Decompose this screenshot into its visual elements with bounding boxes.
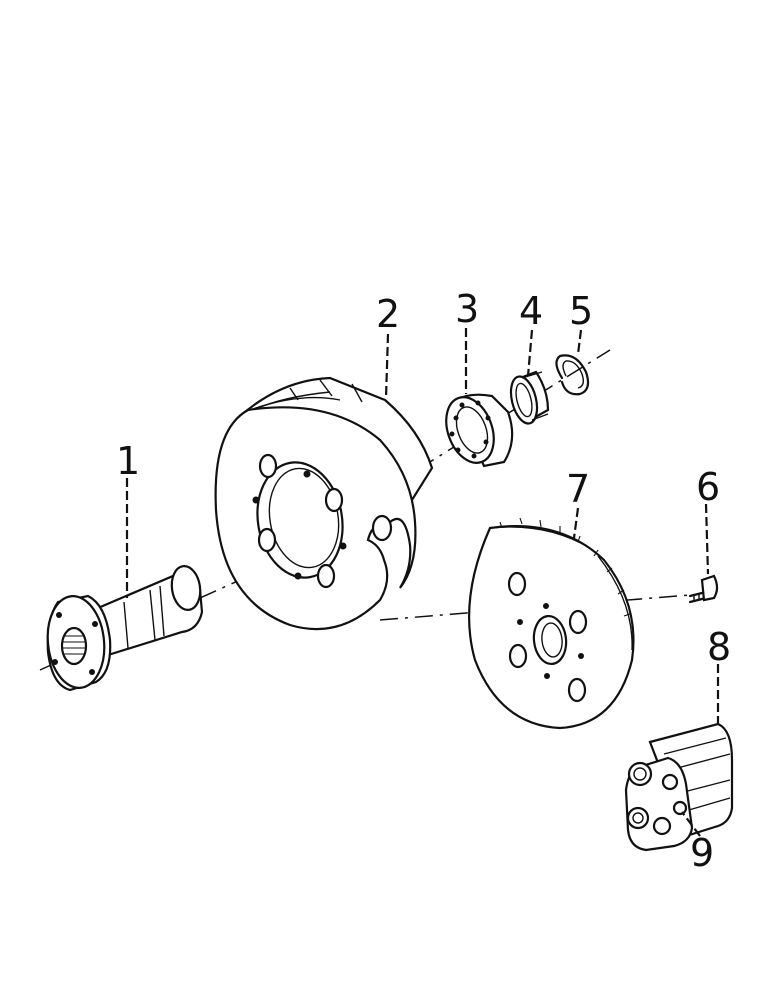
callout-5: 5 (569, 289, 593, 333)
part-2-counterweight-drum (214, 376, 434, 631)
callout-9: 9 (690, 831, 714, 875)
callout-8: 8 (707, 625, 731, 669)
part-3-ball-bearing (445, 393, 514, 468)
callout-2: 2 (376, 292, 400, 336)
callout-labels: 1 2 3 4 5 7 6 8 9 (116, 287, 731, 875)
leader-lines (125, 328, 720, 837)
part-1-flanged-shaft (46, 565, 204, 692)
part-4-sleeve-ring (509, 370, 550, 425)
part-8-pump-housing (624, 722, 734, 852)
callout-6: 6 (696, 465, 720, 509)
part-7-disc (468, 517, 635, 730)
part-5-snap-ring (555, 354, 590, 396)
callout-7: 7 (566, 467, 590, 511)
callout-1: 1 (116, 439, 140, 483)
callout-3: 3 (455, 287, 479, 331)
callout-4: 4 (519, 289, 543, 333)
part-6-bolt (688, 574, 719, 604)
